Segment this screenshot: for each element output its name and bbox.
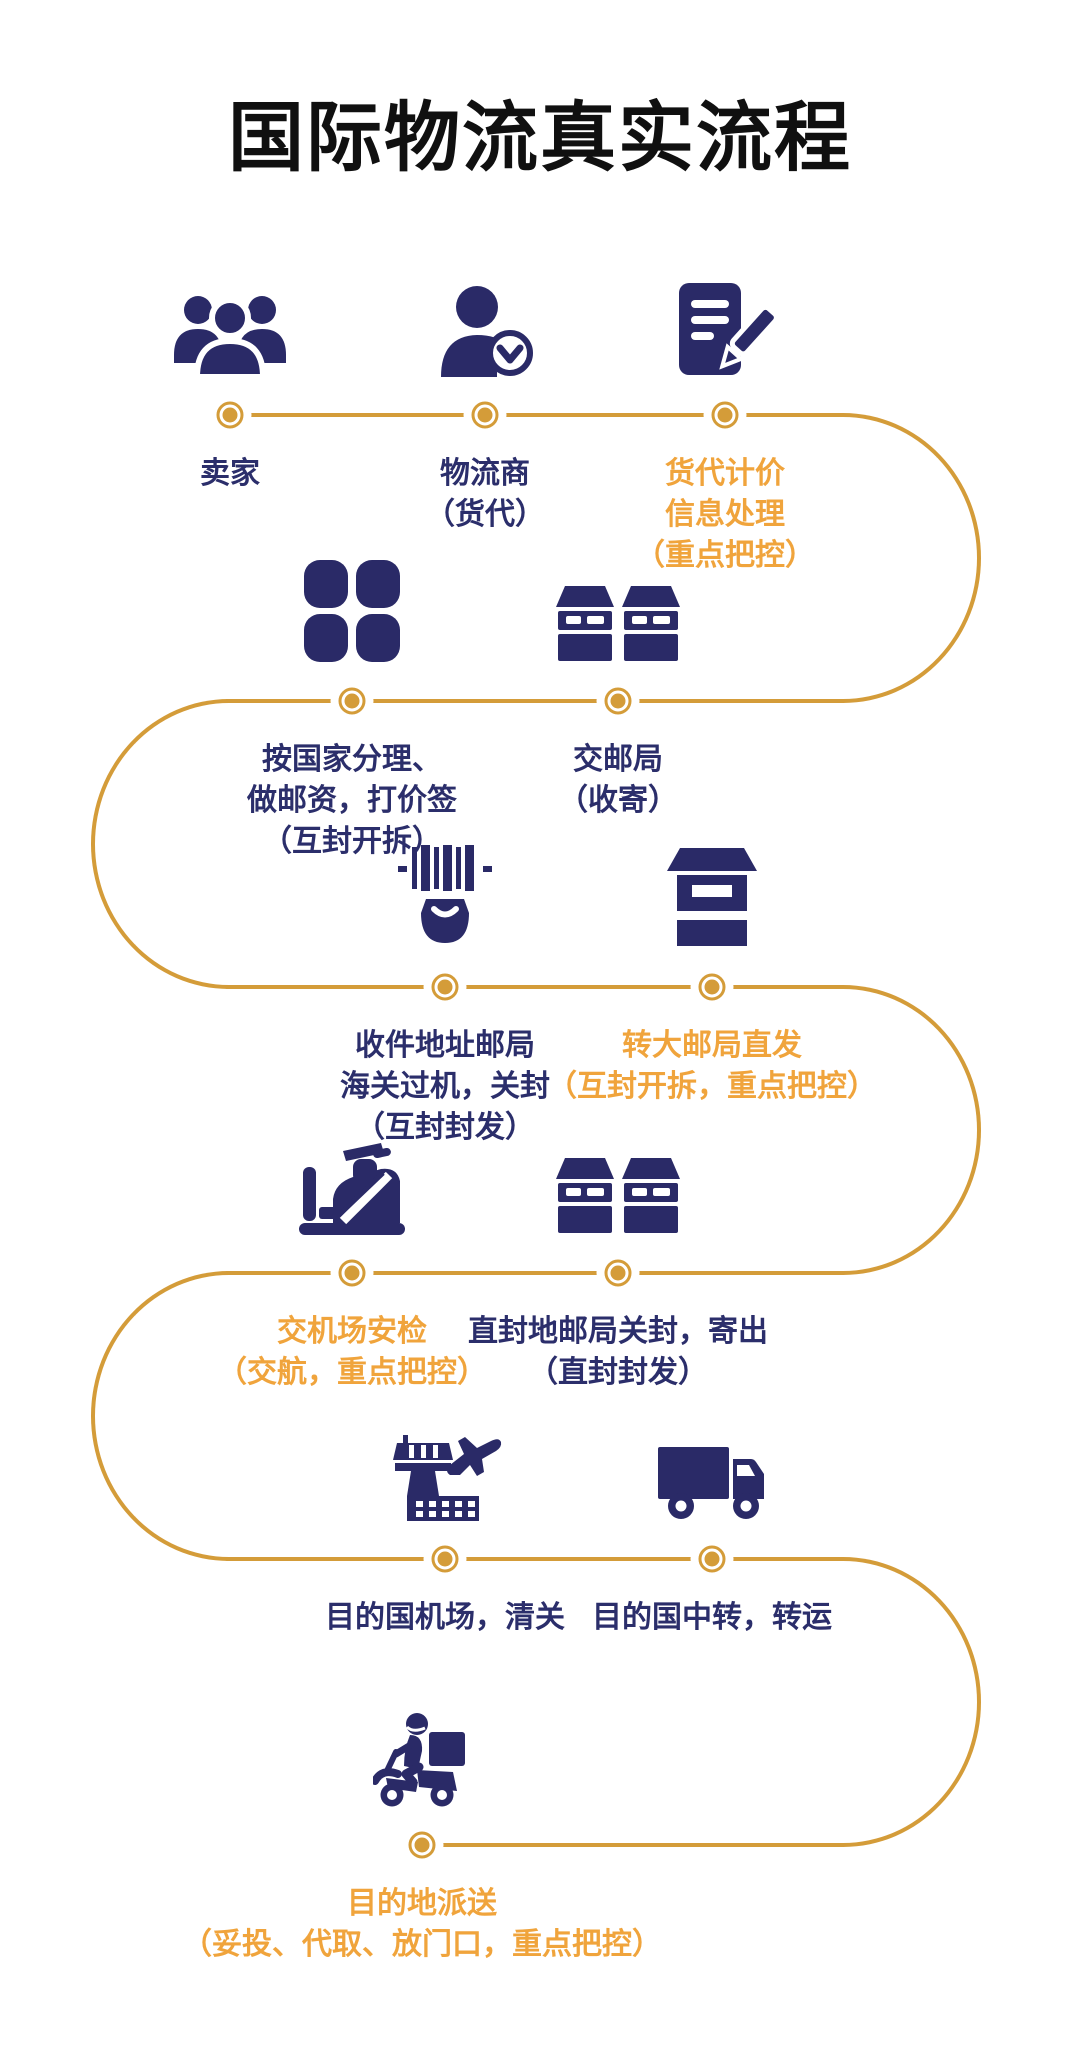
flow-dot [338, 1259, 366, 1287]
person-verified-icon [435, 265, 535, 377]
airport-plane-icon [388, 1409, 502, 1521]
flow-curve-left-2 [91, 1271, 229, 1561]
station-label-line: （重点把控） [635, 539, 815, 572]
station-label-line: 直封地邮局关封，寄出 [468, 1315, 768, 1348]
station-label-line: （直封封发） [528, 1356, 708, 1389]
people-group-icon [171, 265, 289, 377]
station-label-line: 物流商 [440, 457, 530, 490]
flow-curve-left-1 [91, 699, 229, 989]
flow-dot [431, 973, 459, 1001]
station-label-line: 交机场安检 [277, 1315, 427, 1348]
station-label-line: （货代） [425, 498, 545, 531]
flow-dot [711, 401, 739, 429]
flow-line-row2 [225, 699, 845, 703]
barcode-scanner-icon [398, 837, 492, 949]
station-label-line: 信息处理 [665, 498, 785, 531]
flow-line-row1 [230, 413, 845, 417]
flow-line-row3 [225, 985, 845, 989]
flow-dot [698, 1545, 726, 1573]
station-label-line: 海关过机，关封 [340, 1070, 550, 1103]
flow-dot [604, 1259, 632, 1287]
mailbox-icon [667, 837, 757, 949]
station-label-line: 目的国机场，清关 [325, 1601, 565, 1634]
flow-curve-right-3 [843, 1557, 981, 1847]
delivery-scooter-icon [373, 1695, 471, 1807]
customs-officer-icon [297, 1123, 407, 1235]
flow-dot [431, 1545, 459, 1573]
station-label-line: （互封开拆，重点把控） [547, 1070, 877, 1103]
station-label-line: 交邮局 [573, 743, 663, 776]
page-title: 国际物流真实流程 [228, 96, 852, 181]
station-label-line: （收寄） [558, 784, 678, 817]
flow-dot [471, 401, 499, 429]
station-label-line: 收件地址邮局 [355, 1029, 535, 1062]
flow-curve-right-1 [843, 413, 981, 703]
flow-line-row6 [422, 1843, 845, 1847]
flow-dot [604, 687, 632, 715]
parcels-icon [556, 551, 680, 663]
station-label-line: （互封封发） [355, 1111, 535, 1144]
document-pen-icon [675, 265, 775, 377]
station-label-line: 货代计价 [665, 457, 785, 490]
flow-dot [408, 1831, 436, 1859]
station-label-line: （妥投、代取、放门口，重点把控） [182, 1928, 662, 1961]
parcels-icon [556, 1123, 680, 1235]
truck-icon [658, 1409, 766, 1521]
sorting-grid-icon [303, 551, 401, 663]
flow-line-row5 [225, 1557, 845, 1561]
flow-dot [698, 973, 726, 1001]
station-label-line: 卖家 [200, 457, 260, 490]
station-label-line: （交航，重点把控） [217, 1356, 487, 1389]
station-label-line: 做邮资，打价签 [247, 784, 457, 817]
flow-line-row4 [225, 1271, 845, 1275]
station-label-line: 目的国中转，转运 [592, 1601, 832, 1634]
flow-dot [216, 401, 244, 429]
station-label-line: 目的地派送 [347, 1887, 497, 1920]
flow-dot [338, 687, 366, 715]
station-label-line: 转大邮局直发 [622, 1029, 802, 1062]
station-label-line: 按国家分理、 [262, 743, 442, 776]
